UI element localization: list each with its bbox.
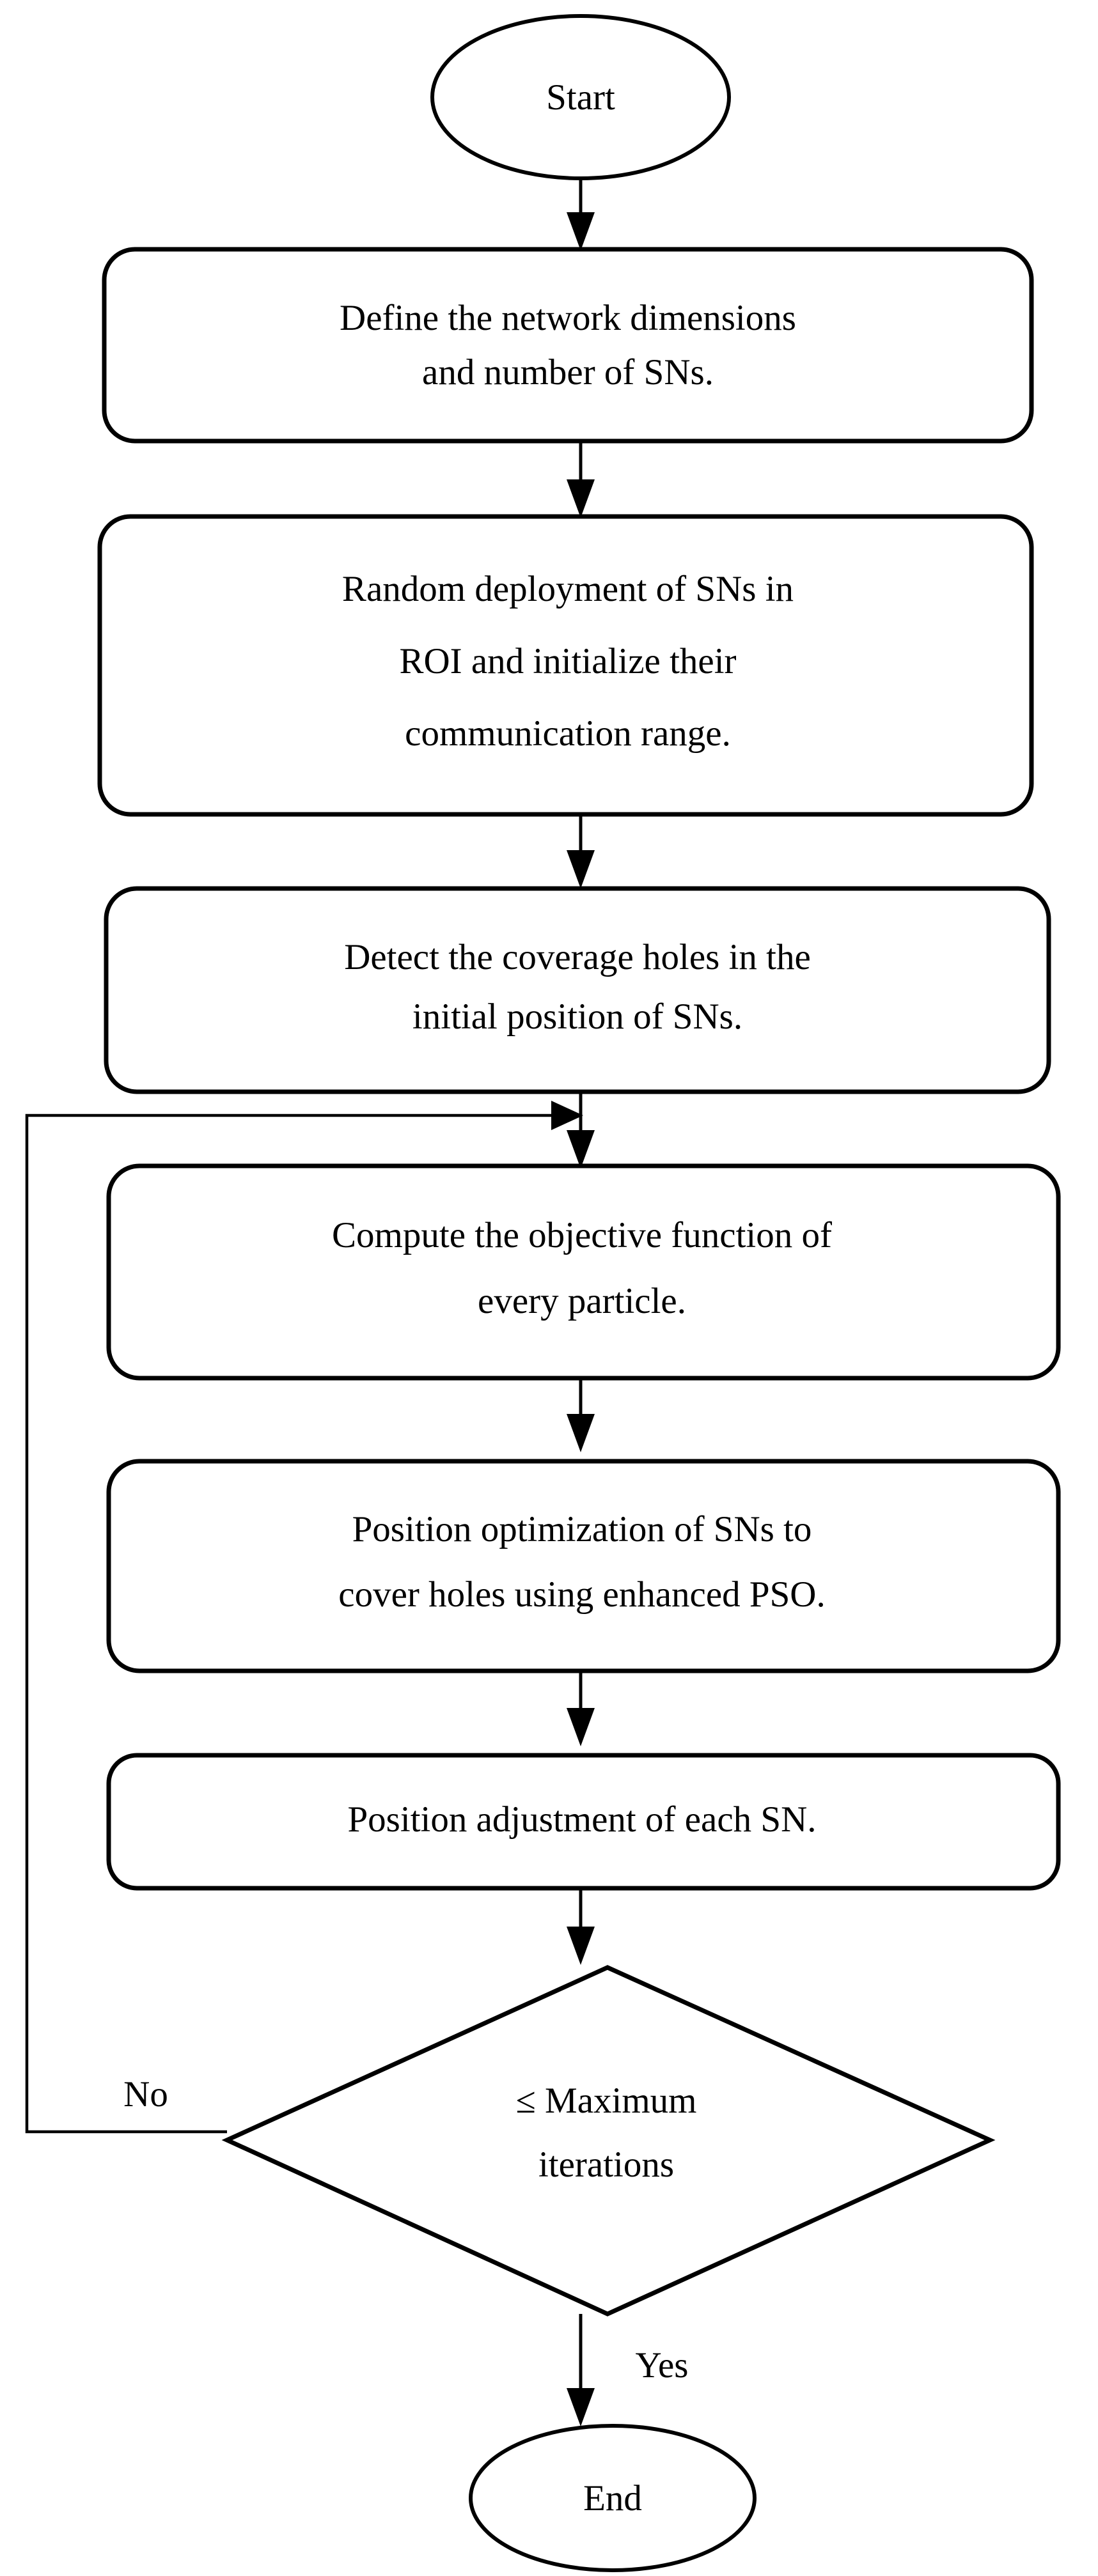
position-optimization-box-outline xyxy=(106,1459,1061,1673)
compute-objective-label-line-2: every particle. xyxy=(478,1281,686,1321)
edge-start-to-define xyxy=(567,178,595,251)
compute-objective-box-fill xyxy=(109,1166,1058,1378)
position-optimization-label-line-2: cover holes using enhanced PSO. xyxy=(338,1574,825,1615)
random-deployment-box-outline xyxy=(97,514,1034,817)
node-detect-holes[interactable]: Detect the coverage holes in the initial… xyxy=(104,886,1051,1094)
decision-label-line-1: ≤ Maximum xyxy=(515,2081,696,2121)
compute-objective-label-line-1: Compute the objective function of xyxy=(332,1215,832,1255)
decision-label-line-2: iterations xyxy=(538,2145,674,2185)
start-ellipse-outline xyxy=(430,14,731,180)
node-compute-objective[interactable]: Compute the objective function of every … xyxy=(106,1163,1061,1381)
position-optimization-box-fill xyxy=(109,1461,1058,1671)
edge-adjust-to-decision xyxy=(567,1887,595,1965)
edge-decision-no-feedback-loop xyxy=(25,1101,583,2134)
node-position-optimization[interactable]: Position optimization of SNs to cover ho… xyxy=(106,1459,1061,1673)
position-adjustment-box-outline xyxy=(106,1753,1061,1891)
define-network-label-line-1: Define the network dimensions xyxy=(340,298,796,338)
node-random-deployment[interactable]: Random deployment of SNs in ROI and init… xyxy=(97,514,1034,817)
random-deployment-label-line-2: ROI and initialize their xyxy=(399,641,736,681)
node-end[interactable]: End xyxy=(469,2424,757,2572)
position-optimization-label-line-1: Position optimization of SNs to xyxy=(352,1509,812,1549)
edge-compute-to-optimize xyxy=(567,1377,595,1452)
define-network-box-outline xyxy=(102,247,1034,444)
start-ellipse-fill xyxy=(432,16,729,178)
edge-label-yes: Yes xyxy=(636,2345,689,2386)
detect-holes-label-line-1: Detect the coverage holes in the xyxy=(344,937,811,977)
node-position-adjustment[interactable]: Position adjustment of each SN. xyxy=(106,1753,1061,1891)
edge-random-to-detect xyxy=(567,813,595,888)
position-adjustment-box-fill xyxy=(109,1755,1058,1888)
random-deployment-label-line-1: Random deployment of SNs in xyxy=(342,569,794,609)
decision-diamond-outline xyxy=(221,1965,996,2316)
end-ellipse-fill xyxy=(471,2426,755,2570)
define-network-label-line-2: and number of SNs. xyxy=(422,352,714,392)
node-start[interactable]: Start xyxy=(430,14,731,180)
compute-objective-box-outline xyxy=(106,1163,1061,1381)
edge-label-no: No xyxy=(123,2074,168,2114)
end-label: End xyxy=(583,2478,642,2518)
position-adjustment-label: Position adjustment of each SN. xyxy=(347,1799,816,1840)
end-ellipse-outline xyxy=(469,2424,757,2572)
edge-detect-to-compute xyxy=(567,1090,595,1168)
edge-decision-yes-to-end xyxy=(567,2314,595,2426)
node-define-network[interactable]: Define the network dimensions and number… xyxy=(102,247,1034,444)
edge-define-to-random xyxy=(567,441,595,518)
edge-optimize-to-adjust xyxy=(567,1670,595,1746)
detect-holes-box-outline xyxy=(104,886,1051,1094)
define-network-box-fill xyxy=(104,249,1031,441)
detect-holes-box-fill xyxy=(106,888,1049,1092)
random-deployment-label-line-3: communication range. xyxy=(405,713,731,754)
start-label: Start xyxy=(546,77,615,118)
detect-holes-label-line-2: initial position of SNs. xyxy=(412,997,742,1037)
node-max-iterations-decision[interactable]: ≤ Maximum iterations xyxy=(221,1965,996,2316)
decision-diamond-fill xyxy=(227,1967,990,2314)
random-deployment-box-fill xyxy=(100,516,1031,814)
